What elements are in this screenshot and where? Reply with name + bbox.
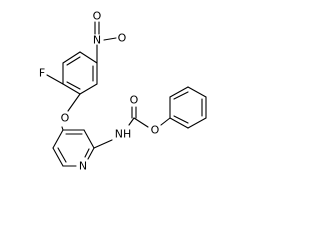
bond [83, 129, 95, 149]
bond [169, 86, 189, 98]
double-bond-inner [57, 147, 67, 163]
bond [187, 117, 207, 129]
bond [62, 83, 81, 95]
fluoronitrophenyl-ring [62, 51, 98, 95]
nitro-group: N O O [93, 10, 127, 64]
bond [169, 117, 189, 129]
molecule-structure: N O O F O N NH O O [39, 10, 207, 173]
bond [93, 139, 113, 149]
double-bond-inner [66, 56, 81, 66]
bond [133, 117, 149, 128]
double-bond-inner [173, 91, 189, 100]
pyridine-ring: N [52, 129, 95, 173]
bond [128, 117, 135, 126]
ether-linkage: O [61, 93, 81, 131]
nitro-oxygen-right-label: O [118, 32, 127, 45]
nitro-oxygen-top-label: O [93, 10, 102, 23]
bond [87, 147, 95, 160]
bond [79, 51, 98, 64]
bond [67, 93, 81, 112]
bond [103, 37, 117, 41]
pyridine-nitrogen-label: N [79, 160, 87, 173]
ester-oxygen-label: O [151, 124, 160, 137]
fluorine-label: F [39, 67, 45, 80]
bond [79, 83, 98, 95]
bond [62, 51, 81, 64]
carbamate-group: NH O O [93, 94, 171, 149]
amide-nitrogen-label: NH [115, 128, 132, 141]
bond [52, 129, 64, 149]
structure-canvas: N O O F O N NH O O [39, 10, 207, 173]
nitro-nitrogen-label: N [93, 34, 101, 47]
bond [46, 74, 64, 85]
double-bond-inner [84, 148, 90, 158]
double-bond-inner [66, 81, 81, 90]
bond [52, 147, 64, 167]
phenyl-ring [169, 86, 207, 129]
ether-oxygen-label: O [61, 112, 70, 125]
bond [160, 117, 171, 126]
double-bond-inner [173, 115, 189, 124]
carbonyl-oxygen-label: O [130, 94, 139, 107]
fluorine-substituent: F [39, 67, 64, 85]
bond [187, 86, 207, 98]
